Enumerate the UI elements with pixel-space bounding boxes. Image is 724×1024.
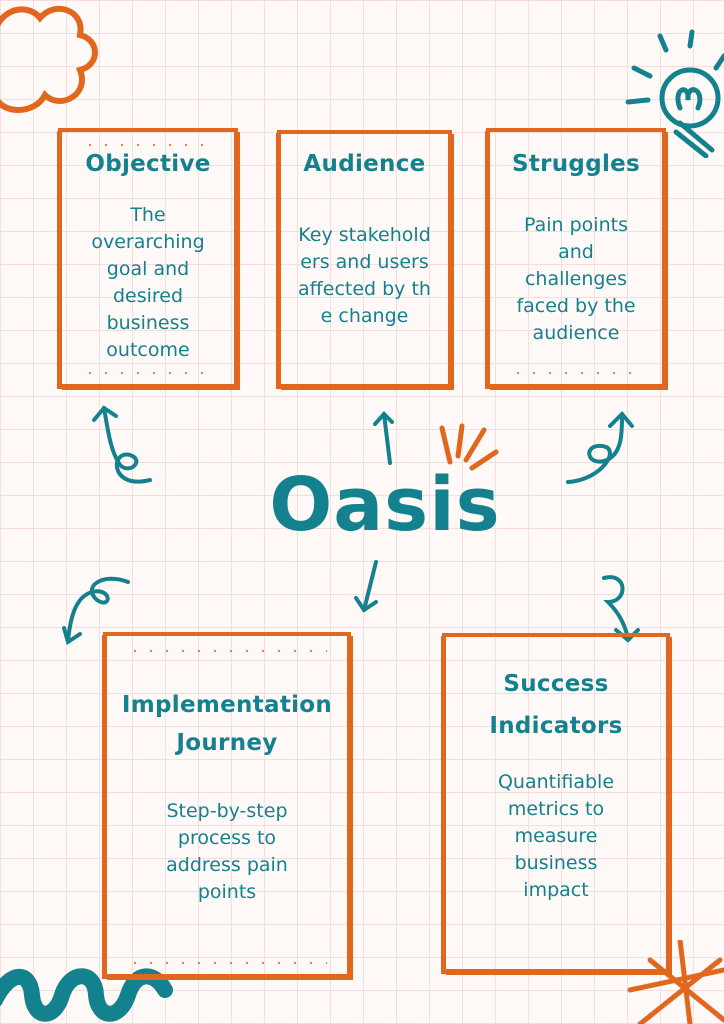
lightbulb-icon [625,29,724,158]
burst-icon [439,423,499,471]
cloud-doodle-icon [0,5,98,113]
success-body: Quantifiable metrics to measure business… [497,771,615,901]
objective-title: Objective [85,151,211,177]
arrow-icon [566,411,634,484]
arrow-icon [373,411,394,465]
implementation-title: Implementation Journey [121,692,333,756]
diagram-title: Oasis [269,462,501,548]
audience-card: Audience Key stakeholders and users affe… [277,130,452,388]
struggles-body: Pain points and challenges faced by the … [516,214,636,344]
objective-card: Objective The overarching goal and desir… [58,128,238,388]
objective-body: The overarching goal and desired busines… [91,204,205,361]
arrow-icon [92,405,152,484]
implementation-card: Implementation Journey Step-by-step proc… [103,632,351,978]
arrow-icon [62,576,130,646]
audience-title: Audience [303,151,426,177]
audience-body: Key stakeholders and users affected by t… [298,224,431,327]
arrow-icon [354,560,378,613]
implementation-body: Step-by-step process to address pain poi… [166,800,288,903]
wavy-line-icon [0,968,173,1022]
struggles-title: Struggles [511,151,641,177]
struggles-card: Struggles Pain points and challenges fac… [486,128,666,388]
success-indicators-card: Success Indicators Quantifiable metrics … [442,633,670,973]
success-title: Success Indicators [489,671,623,739]
